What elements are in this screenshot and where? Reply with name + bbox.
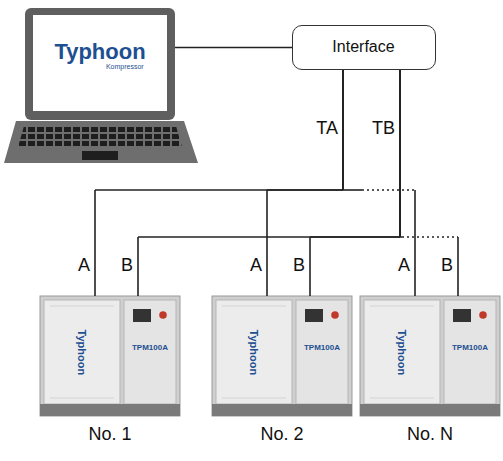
wire (267, 189, 343, 191)
brand-subtitle: Kompressor (106, 63, 144, 71)
wire (457, 237, 459, 296)
connector (343, 70, 415, 296)
wire (342, 70, 344, 190)
signal-label: B (441, 255, 453, 276)
compressor-drawing (212, 296, 352, 416)
door-logo: Typhoon (248, 329, 261, 375)
laptop-drawing (4, 8, 198, 163)
signal-label: B (121, 255, 133, 276)
signal-label: A (398, 255, 410, 276)
wire (94, 190, 96, 296)
signal-label: B (293, 255, 305, 276)
door-logo: Typhoon (396, 329, 409, 375)
door-logo: Typhoon (76, 329, 89, 375)
compressor: Typhoon TPM100A No. 2 (212, 296, 352, 448)
dotted-wire (362, 189, 415, 191)
wire (137, 237, 139, 296)
wire (95, 189, 343, 191)
wire (266, 190, 268, 296)
compressor-drawing (360, 296, 500, 416)
interface-box: Interface (292, 25, 436, 70)
wire (414, 190, 416, 296)
connector (267, 70, 343, 296)
unit-number: No. 1 (88, 424, 131, 445)
unit-number: No. N (407, 424, 453, 445)
signal-label: TB (372, 118, 395, 139)
wire (399, 70, 401, 237)
wire (399, 70, 401, 237)
wire (138, 236, 400, 238)
connector (138, 70, 400, 296)
model-name: TPM100A (304, 343, 340, 352)
wire (343, 189, 362, 191)
signal-label: A (78, 255, 90, 276)
text: Interface (332, 38, 394, 56)
compressor: Typhoon TPM100A No. 1 (40, 296, 180, 448)
compressor-drawing (40, 296, 180, 416)
connector (175, 47, 292, 48)
wire (309, 237, 311, 296)
connector (95, 70, 343, 296)
signal-label: A (250, 255, 262, 276)
unit-number: No. 2 (260, 424, 303, 445)
compressor: Typhoon TPM100A No. N (360, 296, 500, 448)
brand-logo: Typhoon (54, 39, 145, 64)
wire (342, 70, 344, 190)
laptop: TyphoonKompressor (25, 8, 175, 120)
wire (175, 47, 292, 49)
signal-label: TA (316, 118, 338, 139)
model-name: TPM100A (132, 343, 168, 352)
connector (310, 70, 400, 296)
dotted-wire (402, 236, 458, 238)
wire (400, 236, 402, 238)
wire (342, 70, 344, 190)
model-name: TPM100A (452, 343, 488, 352)
wire (310, 236, 400, 238)
wire (399, 70, 401, 237)
